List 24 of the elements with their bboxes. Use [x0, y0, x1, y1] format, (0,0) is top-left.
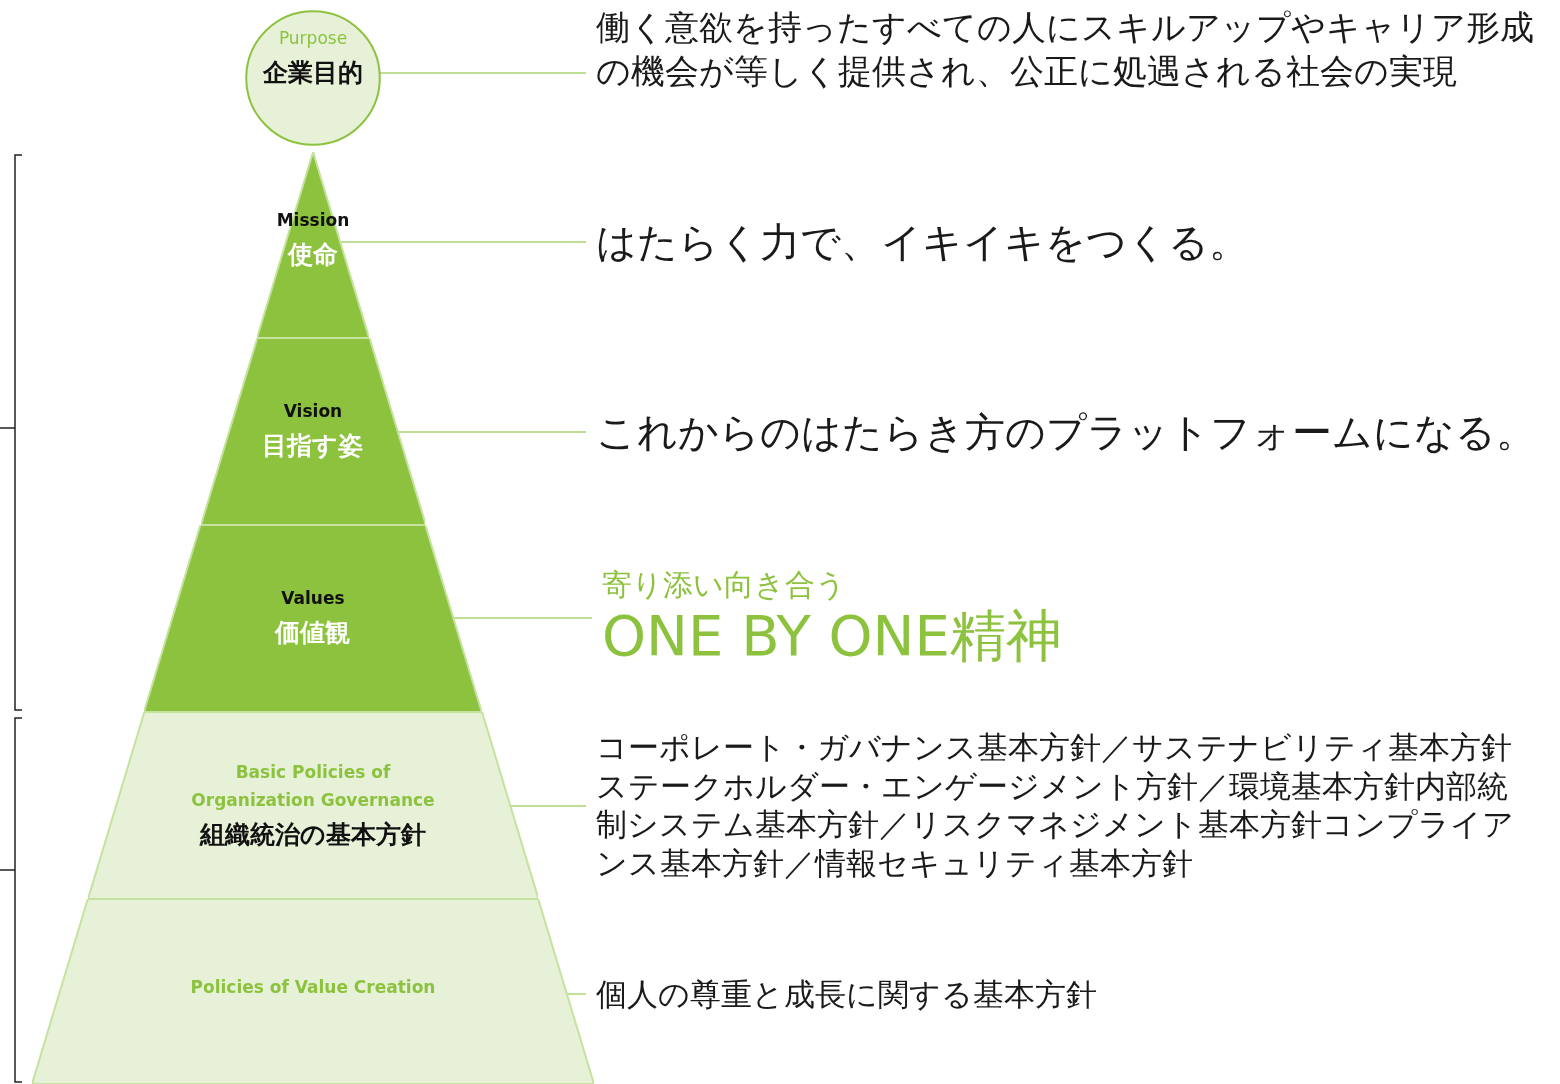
layer-label: 企業目的 — [263, 56, 363, 89]
layer-label: 価値観 — [275, 617, 351, 650]
pyramid-layer — [200, 338, 426, 525]
statement-text: 個人の尊重と成長に関する基本方針 — [596, 975, 1098, 1014]
slogan-text: ONE BY ONE精神 — [602, 605, 1063, 667]
english-label: Values — [281, 587, 345, 611]
layer-label: 目指す姿 — [262, 430, 364, 463]
circle-badge — [245, 10, 381, 146]
layer-label: 組織統治の基本方針 — [200, 818, 426, 851]
statement-text: これからのはたらき方のプラットフォームになる。 — [596, 408, 1537, 457]
pyramid-layer — [32, 899, 594, 1084]
english-label: Basic Policies of Organization Governance — [190, 760, 436, 812]
pyramid-layer — [87, 712, 539, 899]
pyramid-layer — [144, 525, 482, 712]
statement-text: コーポレート・ガバナンス基本方針／サステナビリティ基本方針ステークホルダー・エンゲージメント方針／環境基本方針内部統制システム基本方針／リスクマネジメント基本方針コンプライアンス基本方針／情報セキュリティ基本方針 — [596, 728, 1515, 882]
english-label: Policies of Value Creation — [190, 975, 436, 999]
tagline-text: 寄り添い向き合う — [602, 566, 847, 604]
layer-label: 使命 — [288, 238, 338, 271]
statement-text: 働く意欲を持ったすべての人にスキルアップやキャリア形成の機会が等しく提供され、公正に処遇される社会の実現 — [596, 6, 1535, 93]
leader-line — [379, 72, 587, 74]
pyramid-top — [256, 152, 370, 338]
english-label: Vision — [283, 400, 343, 424]
english-label: Purpose — [278, 26, 348, 50]
statement-text: はたらく力で、イキイキをつくる。 — [596, 218, 1250, 267]
